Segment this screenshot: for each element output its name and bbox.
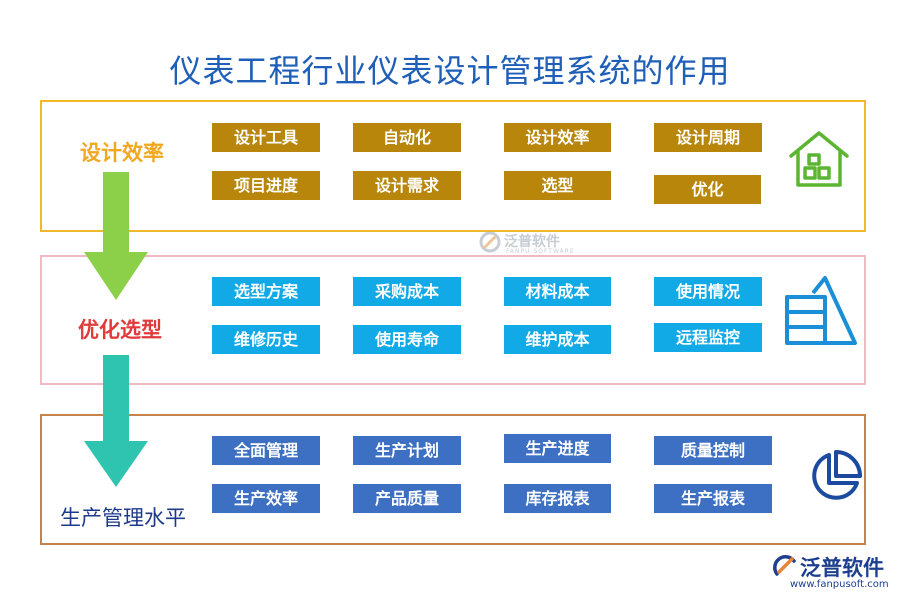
feature-tag: 材料成本 bbox=[504, 277, 611, 306]
feature-tag: 生产效率 bbox=[212, 484, 320, 513]
feature-tag: 生产计划 bbox=[353, 436, 461, 465]
section-panel-production-management bbox=[40, 414, 866, 545]
pie-chart-icon bbox=[812, 450, 862, 500]
feature-tag: 全面管理 bbox=[212, 436, 320, 465]
feature-tag: 维护成本 bbox=[504, 325, 611, 354]
feature-tag: 优化 bbox=[654, 175, 761, 204]
section-panel-design-efficiency bbox=[40, 100, 866, 232]
down-arrow-icon bbox=[84, 172, 148, 300]
feature-tag: 设计周期 bbox=[654, 123, 762, 152]
feature-tag: 项目进度 bbox=[212, 171, 320, 200]
brand-url[interactable]: www.fanpusoft.com bbox=[790, 579, 889, 590]
list-pyramid-icon bbox=[785, 276, 857, 345]
feature-tag: 设计需求 bbox=[353, 171, 461, 200]
feature-tag: 库存报表 bbox=[504, 484, 611, 513]
brand-logo-icon bbox=[773, 555, 796, 576]
feature-tag: 选型 bbox=[504, 171, 611, 200]
brand-name: 泛普软件 bbox=[800, 556, 884, 580]
feature-tag: 生产报表 bbox=[654, 484, 772, 513]
section-title: 生产管理水平 bbox=[60, 506, 186, 530]
feature-tag: 自动化 bbox=[353, 123, 461, 152]
watermark-sub: FANPU SOFTWARE bbox=[506, 248, 575, 255]
feature-tag: 使用情况 bbox=[654, 277, 762, 306]
feature-tag: 维修历史 bbox=[212, 325, 320, 354]
down-arrow-icon bbox=[84, 355, 148, 487]
feature-tag: 使用寿命 bbox=[353, 325, 461, 354]
section-panel-optimize-selection bbox=[40, 255, 866, 385]
feature-tag: 质量控制 bbox=[654, 436, 772, 465]
feature-tag: 产品质量 bbox=[353, 484, 461, 513]
feature-tag: 生产进度 bbox=[504, 434, 611, 463]
feature-tag: 选型方案 bbox=[212, 277, 320, 306]
watermark-name: 泛普软件 bbox=[504, 234, 560, 250]
feature-tag: 设计工具 bbox=[212, 123, 320, 152]
feature-tag: 采购成本 bbox=[353, 277, 461, 306]
feature-tag: 设计效率 bbox=[504, 123, 611, 152]
page-title: 仪表工程行业仪表设计管理系统的作用 bbox=[169, 52, 731, 90]
brand-logo-icon bbox=[479, 231, 501, 253]
feature-tag: 远程监控 bbox=[654, 323, 762, 352]
section-title: 设计效率 bbox=[80, 140, 164, 165]
house-icon bbox=[789, 131, 849, 187]
section-title: 优化选型 bbox=[78, 317, 162, 342]
